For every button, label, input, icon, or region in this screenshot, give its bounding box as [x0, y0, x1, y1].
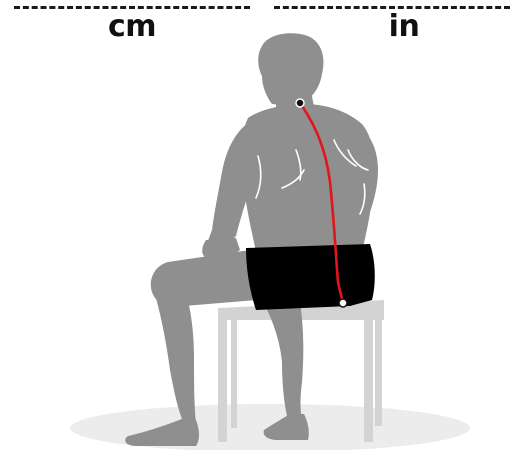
neck-measure-point — [296, 99, 304, 107]
body-silhouette — [125, 33, 378, 446]
waist-measure-point — [339, 299, 347, 307]
shorts — [246, 244, 375, 310]
